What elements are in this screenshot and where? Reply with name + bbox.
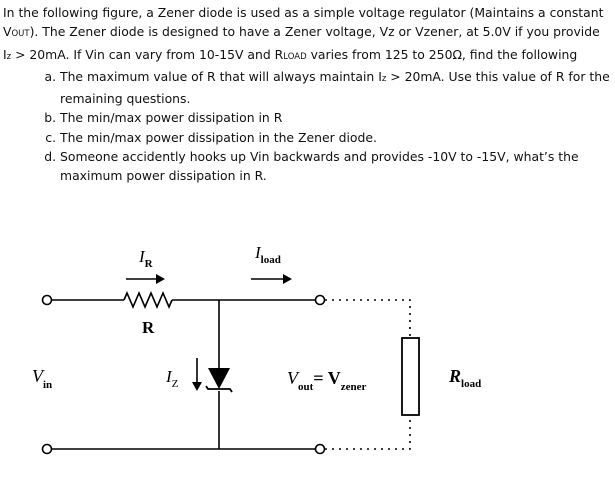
vout-bottom-terminal (314, 443, 326, 455)
question-text: In the following figure, a Zener diode i… (3, 3, 611, 186)
part-a: The maximum value of R that will always … (60, 67, 611, 109)
load-resistor-box (401, 337, 420, 416)
vin-bottom-terminal (41, 443, 53, 455)
vin-label: Vin (32, 366, 52, 391)
resistor-r (123, 290, 173, 310)
zener-diode-icon (208, 368, 230, 389)
part-d: Someone accidently hooks up Vin backward… (60, 147, 611, 186)
zener-cathode-bar (205, 385, 233, 393)
vout-top-terminal (314, 294, 326, 306)
rload-label: Rload (448, 366, 481, 390)
question-parts-list: The maximum value of R that will always … (3, 67, 611, 186)
load-dotted-bottom (325, 415, 411, 450)
ir-arrowhead-icon (156, 274, 165, 284)
r-label: R (142, 318, 155, 337)
load-dotted-top (325, 299, 411, 338)
part-c: The min/max power dissipation in the Zen… (60, 128, 611, 147)
iload-arrowhead-icon (283, 274, 292, 284)
iz-arrowhead-icon (192, 382, 202, 391)
part-b: The min/max power dissipation in R (60, 108, 611, 127)
iload-label: Iload (254, 243, 281, 266)
iz-label: IZ (165, 367, 179, 390)
ir-label: IR (138, 247, 154, 270)
vout-vzener-label: Vout= Vzener (287, 368, 366, 393)
question-intro: In the following figure, a Zener diode i… (3, 5, 604, 62)
vin-top-terminal (41, 294, 53, 306)
